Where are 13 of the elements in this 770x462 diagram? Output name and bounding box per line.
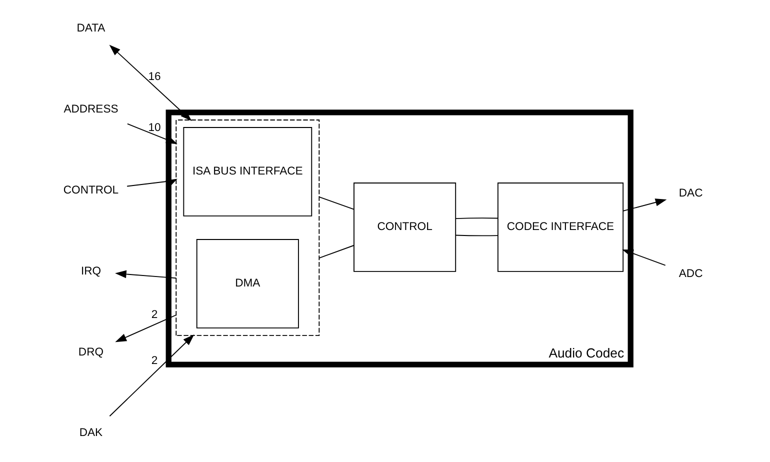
node-text: IRQ bbox=[80, 265, 101, 278]
node-text: CONTROL bbox=[62, 184, 118, 196]
node-text: DAC bbox=[678, 187, 702, 200]
node-text: ADC bbox=[678, 268, 702, 280]
node-text: DATA bbox=[76, 22, 105, 35]
edge-label: 2 bbox=[150, 309, 158, 322]
node-label: Audio Codec bbox=[548, 345, 624, 360]
node-text: ADDRESS bbox=[63, 104, 118, 116]
edge-label: 10 bbox=[148, 122, 160, 134]
edge-label: 2 bbox=[150, 355, 158, 368]
node-text: DAK bbox=[78, 427, 102, 440]
edge-label: 16 bbox=[148, 71, 160, 84]
node-text: DRQ bbox=[78, 346, 104, 358]
